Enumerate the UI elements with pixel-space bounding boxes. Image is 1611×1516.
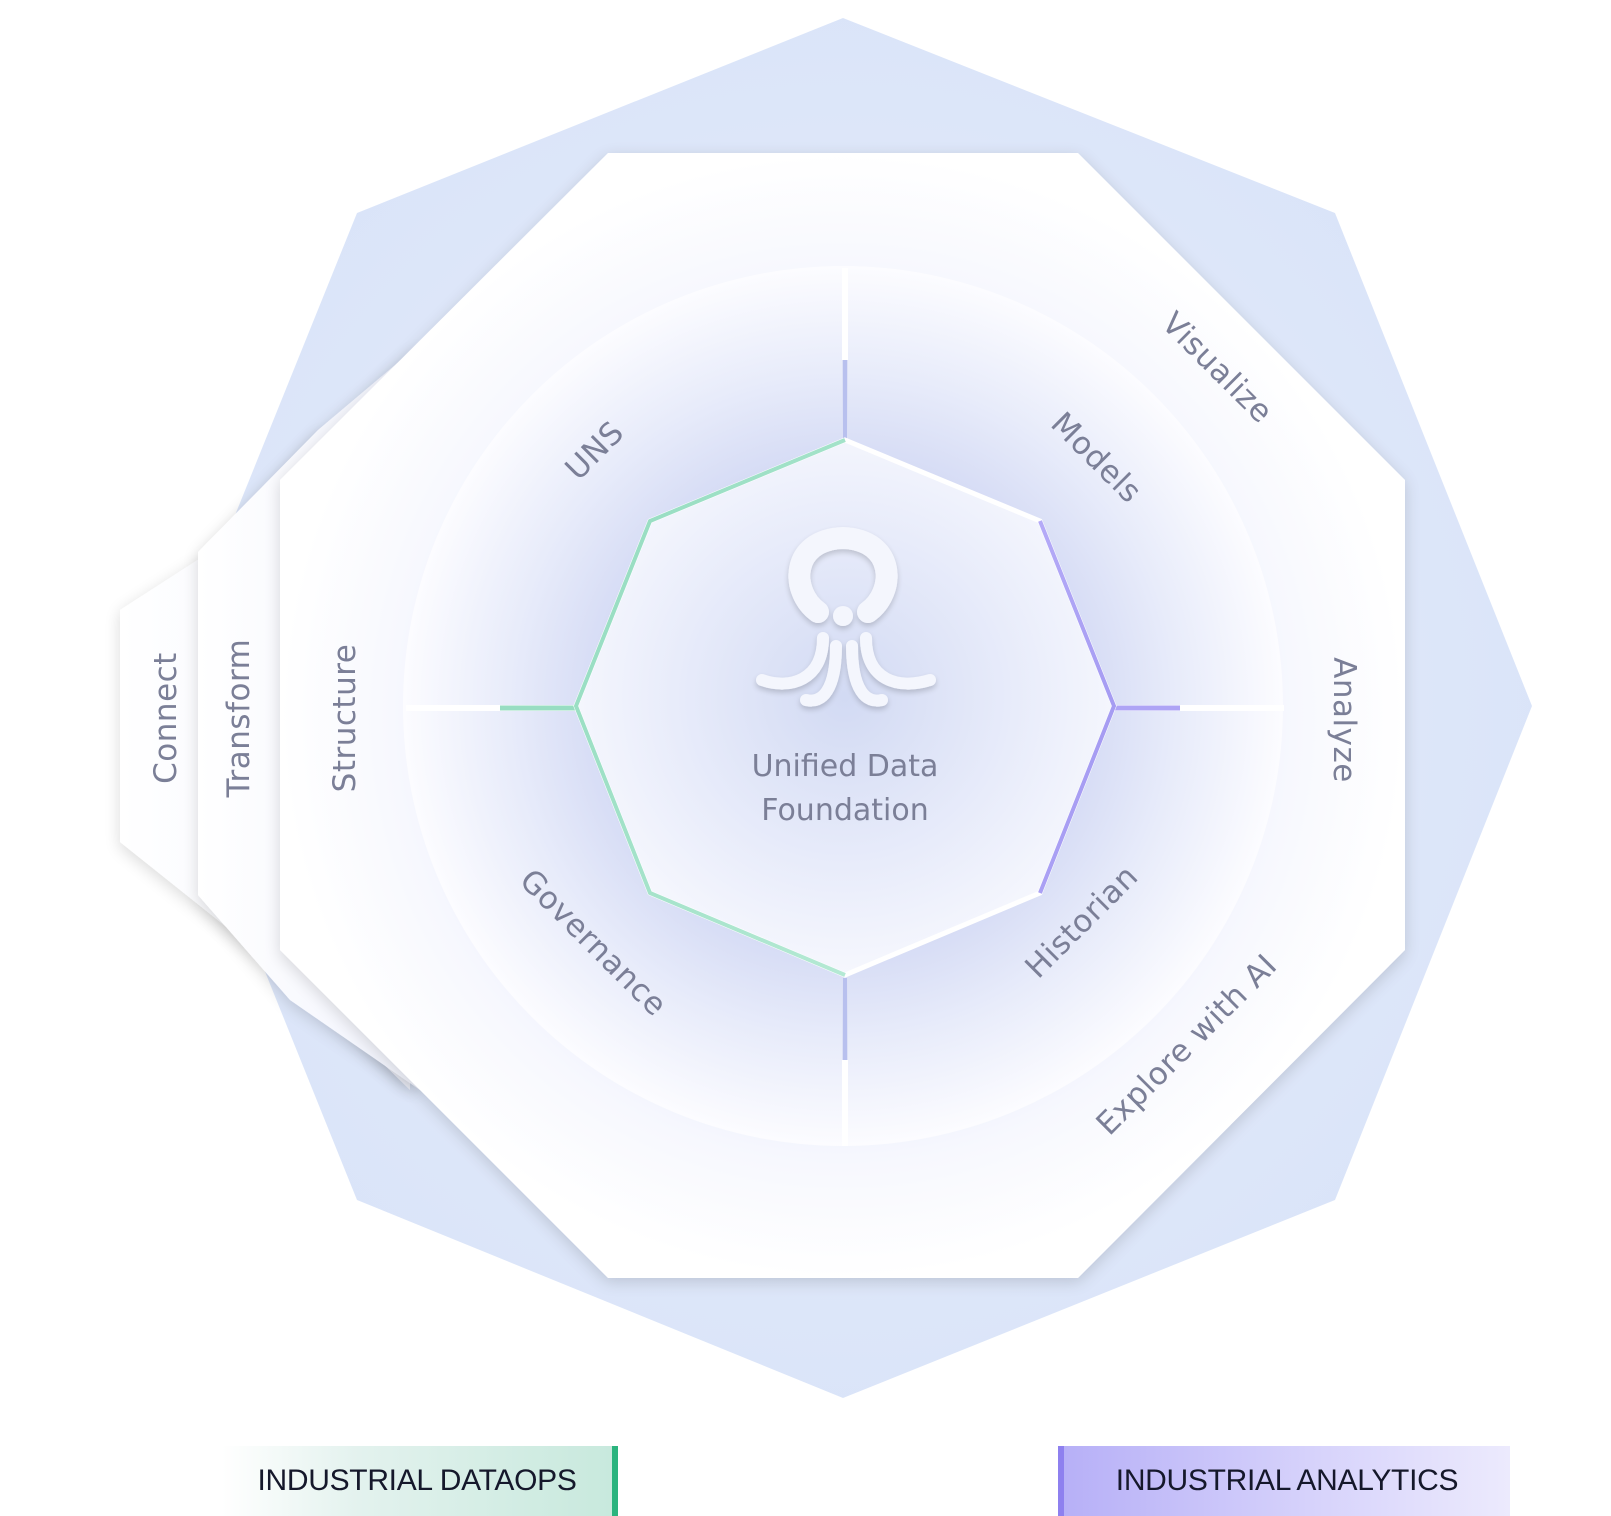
core-title-line2: Foundation	[761, 793, 928, 828]
octopus-logo-icon	[756, 526, 936, 707]
core-edge-analytics	[1038, 520, 1117, 894]
legend-dataops-label: INDUSTRIAL DATAOPS	[257, 1464, 577, 1497]
legend-analytics-label: INDUSTRIAL ANALYTICS	[1115, 1464, 1459, 1497]
label-connect: Connect	[148, 652, 184, 784]
core-edge-dataops	[573, 438, 846, 977]
label-analyze: Analyze	[1326, 657, 1362, 783]
legend-industrial-dataops: INDUSTRIAL DATAOPS	[222, 1446, 618, 1516]
legend-industrial-analytics: INDUSTRIAL ANALYTICS	[1058, 1446, 1510, 1516]
label-transform: Transform	[221, 639, 257, 799]
core-title-line1: Unified Data	[752, 749, 939, 784]
label-structure: Structure	[327, 644, 363, 793]
